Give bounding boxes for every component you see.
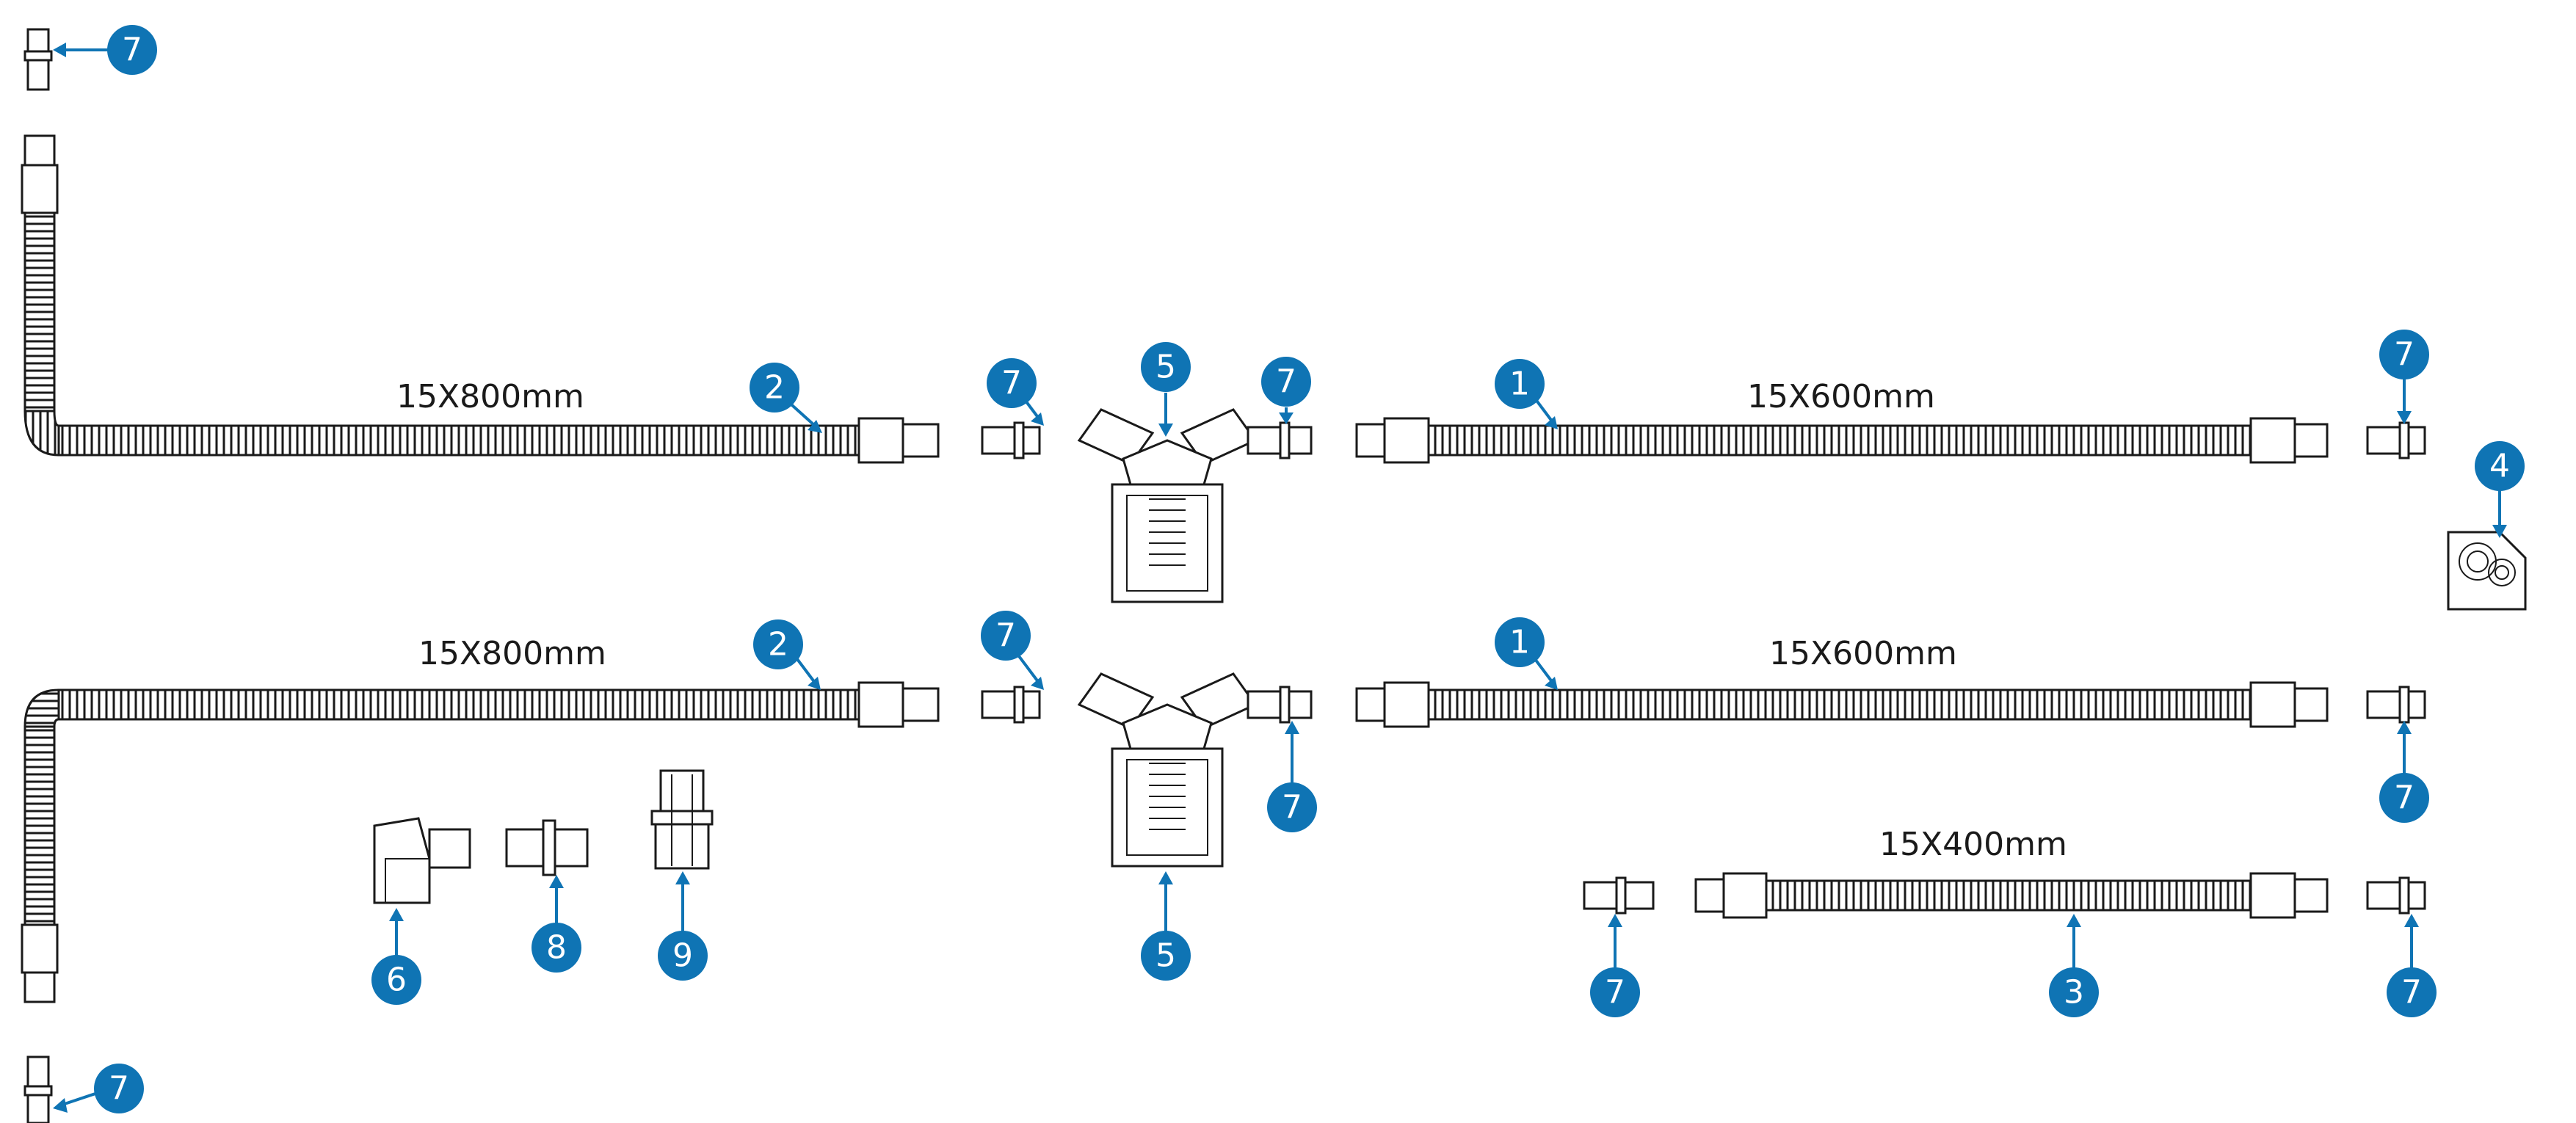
label-tube-400: 15X400mm: [1879, 826, 2067, 863]
svg-text:1: 1: [1509, 366, 1530, 403]
svg-text:1: 1: [1509, 624, 1530, 661]
straight-adapter: [505, 819, 589, 876]
tube-600-bottom: [1355, 681, 2329, 728]
svg-text:5: 5: [1155, 349, 1176, 386]
callout-7-top-b: 7: [1261, 357, 1311, 424]
connector-top-b: [1247, 421, 1313, 459]
svg-text:5: 5: [1155, 937, 1176, 975]
y-piece-water-trap-top: [1077, 408, 1258, 603]
svg-text:7: 7: [995, 617, 1016, 655]
connector-bottom-left: [23, 1055, 53, 1123]
svg-text:7: 7: [122, 32, 142, 69]
svg-text:7: 7: [2394, 779, 2414, 817]
callout-7-mid-b: 7: [1267, 721, 1317, 832]
callout-1-bottom: 1: [1495, 617, 1558, 690]
tube-600-top: [1355, 417, 2329, 464]
connector-mid-right: [2366, 686, 2426, 724]
callout-7-low-a: 7: [1590, 914, 1640, 1017]
spring-bottom: [1149, 763, 1186, 830]
svg-text:7: 7: [1276, 363, 1296, 401]
svg-text:7: 7: [1282, 789, 1302, 826]
callout-4: 4: [2475, 441, 2525, 538]
connector-low-a: [1583, 876, 1655, 915]
connector-top-left: [23, 28, 53, 91]
callout-7-mid-right: 7: [2379, 721, 2429, 823]
callout-7-top-right: 7: [2379, 330, 2429, 424]
y-piece-water-trap-bottom: [1077, 672, 1258, 868]
callout-1-top: 1: [1495, 359, 1558, 429]
svg-text:2: 2: [764, 369, 785, 407]
svg-text:6: 6: [386, 962, 407, 999]
label-tube-800-bottom: 15X800mm: [418, 635, 606, 672]
connector-top-a: [981, 421, 1041, 459]
elbow-adapter: [373, 817, 471, 904]
connector-low-b: [2366, 876, 2426, 915]
callout-7-mid-a: 7: [981, 611, 1044, 690]
connector-top-right: [2366, 421, 2426, 459]
callout-5-bottom: 5: [1141, 871, 1191, 981]
callout-7-low-b: 7: [2387, 914, 2437, 1017]
label-tube-600-bottom: 15X600mm: [1769, 635, 1957, 672]
svg-text:7: 7: [2401, 974, 2422, 1011]
svg-text:2: 2: [768, 626, 788, 664]
svg-text:7: 7: [109, 1070, 129, 1108]
callout-9: 9: [658, 871, 708, 981]
svg-text:9: 9: [672, 937, 693, 975]
svg-text:4: 4: [2489, 448, 2510, 485]
tube-800-bottom: [21, 681, 940, 1003]
callout-2-top: 2: [750, 363, 822, 433]
label-tube-800-top: 15X800mm: [396, 378, 584, 415]
large-adapter: [650, 769, 714, 870]
callout-5-top: 5: [1141, 342, 1191, 437]
label-tube-600-top: 15X600mm: [1747, 378, 1935, 415]
callout-6: 6: [371, 908, 421, 1005]
callout-7-top-a: 7: [987, 358, 1044, 426]
svg-text:7: 7: [1001, 365, 1022, 402]
callout-2-bottom: 2: [753, 619, 821, 690]
sensor-block: [2447, 531, 2527, 611]
callout-3: 3: [2049, 914, 2099, 1017]
svg-text:7: 7: [1605, 974, 1625, 1011]
callout-8: 8: [531, 875, 581, 973]
svg-text:8: 8: [546, 929, 567, 967]
tube-800-top: [21, 134, 940, 464]
spring-top: [1149, 498, 1186, 566]
svg-text:3: 3: [2064, 974, 2084, 1011]
svg-text:7: 7: [2394, 336, 2414, 374]
tube-400: [1694, 872, 2329, 919]
callout-7-top-left: 7: [53, 25, 157, 75]
connector-mid-a: [981, 686, 1041, 724]
callout-7-bottom-left: 7: [53, 1064, 144, 1113]
connector-mid-b: [1247, 686, 1313, 724]
